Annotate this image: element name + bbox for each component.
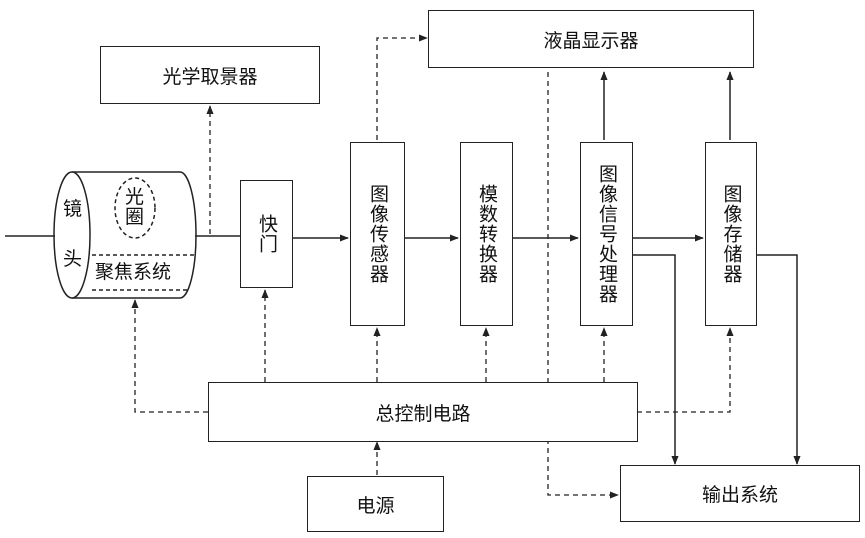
solid-connectors (5, 71, 801, 465)
focus-system-label: 聚焦系统 (95, 261, 172, 283)
power-supply: 电源 (307, 476, 444, 532)
lcd-display: 液晶显示器 (428, 10, 754, 68)
isp-to-output (633, 254, 679, 465)
lens-body (72, 171, 197, 299)
shutter: 快门 (240, 180, 293, 288)
storage-to-output (757, 254, 801, 465)
aperture-outline (114, 177, 156, 239)
image-signal-processor: 图像信号处理器 (580, 142, 633, 326)
lens-front-face (53, 171, 91, 299)
image-storage: 图像存储器 (705, 142, 757, 326)
output-system: 输出系统 (620, 465, 860, 522)
lens-cylinder (53, 171, 197, 299)
analog-digital-converter: 模数转换器 (460, 142, 513, 326)
isp-label: 图像信号处理器 (596, 164, 618, 304)
storage-label: 图像存储器 (720, 184, 743, 284)
main-control-circuit: 总控制电路 (208, 382, 638, 442)
lens-label-bottom: 头 (63, 248, 83, 270)
optical-viewfinder: 光学取景器 (100, 46, 320, 104)
image-sensor-label: 图像传感器 (367, 184, 389, 284)
aperture-label: 光圈 (125, 186, 145, 228)
control-to-focus (131, 299, 208, 413)
image-sensor: 图像传感器 (350, 142, 405, 326)
sensor-to-lcd (376, 34, 428, 140)
lens-label-top: 镜 (63, 198, 83, 220)
adc-label: 模数转换器 (476, 184, 498, 284)
shutter-label: 快门 (256, 214, 278, 254)
control-to-storage (637, 327, 734, 413)
